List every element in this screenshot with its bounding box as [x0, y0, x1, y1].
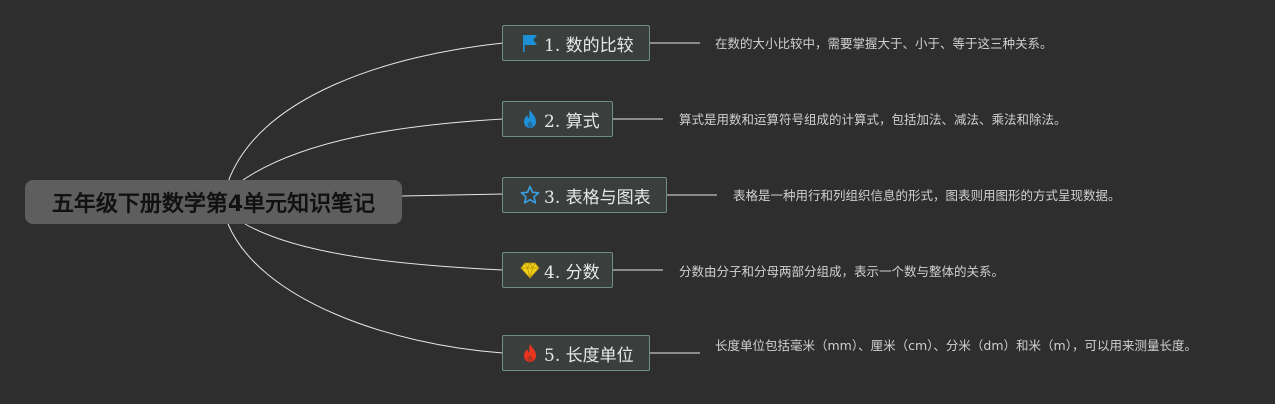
topic-2-label: 2. 算式	[544, 111, 600, 132]
diamond-icon	[520, 260, 540, 280]
root-topic-label: 五年级下册数学第4单元知识笔记	[51, 192, 376, 217]
topic-5-label: 5. 长度单位	[544, 345, 634, 366]
topic-1[interactable]: 1. 数的比较	[502, 25, 650, 61]
topic-1-note: 在数的大小比较中，需要掌握大于、小于、等于这三种关系。	[715, 36, 1053, 51]
flag-icon	[520, 33, 540, 53]
connector-root-topic-2	[239, 118, 504, 183]
connector-root-topic-1	[227, 42, 504, 183]
topic-3-note: 表格是一种用行和列组织信息的形式，图表则用图形的方式呈现数据。	[733, 188, 1121, 203]
root-topic[interactable]: 五年级下册数学第4单元知识笔记	[25, 180, 402, 224]
topic-2-note: 算式是用数和运算符号组成的计算式，包括加法、减法、乘法和除法。	[679, 112, 1067, 127]
flame-icon	[520, 343, 540, 363]
topic-2[interactable]: 2. 算式	[502, 101, 613, 137]
topic-5-note: 长度单位包括毫米（mm）、厘米（cm）、分米（dm）和米（m），可以用来测量长度…	[715, 338, 1197, 353]
topic-5[interactable]: 5. 长度单位	[502, 335, 650, 371]
topic-3[interactable]: 3. 表格与图表	[502, 177, 667, 213]
topic-4[interactable]: 4. 分数	[502, 252, 613, 288]
topic-1-label: 1. 数的比较	[544, 35, 634, 56]
flame-icon	[520, 109, 540, 129]
topic-4-label: 4. 分数	[544, 262, 600, 283]
topic-3-label: 3. 表格与图表	[544, 187, 651, 208]
connector-root-topic-3	[401, 193, 504, 197]
topic-4-note: 分数由分子和分母两部分组成，表示一个数与整体的关系。	[679, 264, 1005, 279]
connector-root-topic-5	[227, 223, 504, 354]
connector-root-topic-4	[244, 223, 504, 271]
star-outline-icon	[520, 185, 540, 205]
